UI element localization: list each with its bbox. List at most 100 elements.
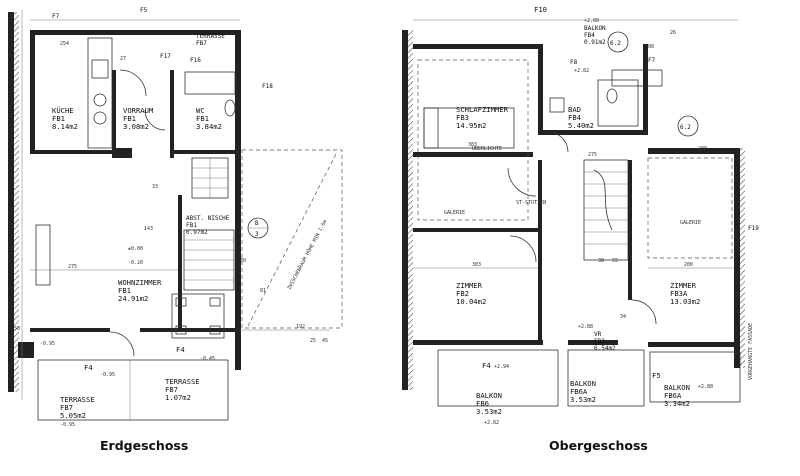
stair-outline (583, 159, 629, 261)
svg-text:10.04m2: 10.04m2 (456, 297, 486, 306)
dim-25: 25 (310, 338, 316, 344)
column-sw (18, 342, 34, 358)
balkon-left (437, 349, 559, 407)
bathtub-icon (597, 79, 639, 127)
svg-text:FB6A: FB6A (664, 391, 682, 400)
svg-text:0.91m2: 0.91m2 (584, 39, 606, 46)
room-vr: VR FB3 6.54m2 (594, 331, 616, 352)
wall-north (30, 30, 240, 35)
erdgeschoss-drawing: B 3 KÜCHE FB1 8.14m2 VORRAUM FB1 3.08m2 … (8, 7, 343, 428)
marker-f4: F4 (482, 361, 491, 370)
terrace-outline (37, 359, 229, 421)
marker-f4-a: F4 (84, 363, 93, 372)
chair-icon (175, 297, 187, 307)
chair-icon-2 (209, 297, 221, 307)
marker-f5: F5 (652, 371, 661, 380)
marker-f4-b: F4 (176, 345, 185, 354)
wall-stair-east (628, 160, 632, 300)
dining-table (171, 293, 225, 339)
chair-icon-4 (209, 325, 221, 335)
room-terrasse-west: TERRASSE FB7 5.05m2 (60, 395, 95, 420)
svg-text:WOHNZIMMER: WOHNZIMMER (118, 278, 162, 287)
dim-200b: 200 (698, 146, 707, 152)
wall-kitchen-west (30, 30, 35, 150)
svg-text:5.05m2: 5.05m2 (60, 411, 86, 420)
svg-text:0.97m2: 0.97m2 (186, 229, 208, 236)
dim-30: 30 (240, 258, 246, 264)
svg-text:TERRASSE: TERRASSE (60, 395, 95, 404)
svg-text:FB7: FB7 (165, 385, 178, 394)
kitchen-counter (87, 37, 113, 149)
wall-south-right (648, 342, 740, 347)
svg-text:3.34m2: 3.34m2 (664, 399, 690, 408)
room-balkon-mid: BALKON FB6A 3.53m2 (570, 379, 596, 404)
svg-text:FB1: FB1 (186, 222, 197, 229)
wall-pillar (112, 148, 132, 158)
dim-27: 27 (120, 56, 126, 62)
note-uberlichte: UBERLICHTE (472, 146, 502, 152)
floor-plan-obergeschoss: 6.2 6.2 SCHLAFZIMMER FB3 14.95m2 BAD FB4… (398, 0, 800, 432)
svg-text:5.40m2: 5.40m2 (568, 121, 594, 130)
level-2: +2.88 (578, 324, 593, 330)
svg-text:1.07m2: 1.07m2 (165, 393, 191, 402)
svg-text:BALKON: BALKON (476, 391, 502, 400)
stair-lower-treads (184, 239, 234, 281)
level-3: -0.95 (40, 341, 55, 347)
obergeschoss-drawing: 6.2 6.2 SCHLAFZIMMER FB3 14.95m2 BAD FB4… (402, 5, 759, 426)
dim-45: 45 (322, 338, 328, 344)
floor-plan-erdgeschoss: B 3 KÜCHE FB1 8.14m2 VORRAUM FB1 3.08m2 … (0, 0, 370, 432)
svg-text:WC: WC (196, 106, 205, 115)
svg-text:BAD: BAD (568, 105, 581, 114)
room-vorraum: VORRAUM FB1 3.08m2 (123, 106, 154, 131)
wall-vorraum-west (112, 70, 116, 154)
svg-text:BALKON: BALKON (664, 383, 690, 392)
marker-f19: F19 (748, 225, 759, 232)
balkon-right (649, 351, 741, 403)
door-swing-schlaf (507, 167, 537, 197)
wc-cabinet (184, 71, 236, 95)
zwischenraum-diagonal (247, 153, 337, 327)
wall-west-hatch (408, 30, 413, 390)
wall-bath-east (643, 44, 648, 134)
dim-303: 303 (472, 262, 481, 268)
dim-34: 34 (620, 314, 626, 320)
wall-north-right (648, 148, 738, 154)
level-1: -0.20 (128, 260, 143, 266)
wall-bedroom-south (413, 152, 533, 157)
zwischenraum-zone (241, 149, 343, 329)
svg-text:FB3: FB3 (594, 338, 605, 345)
level-1: +2.82 (574, 68, 589, 74)
level-4: +2.82 (484, 420, 499, 426)
room-zimmer-right: ZIMMER FB3A 13.03m2 (670, 281, 700, 306)
wall-west-outer (402, 30, 408, 390)
level-2: -0.95 (60, 422, 75, 428)
svg-text:FB1: FB1 (52, 114, 65, 123)
svg-text:24.91m2: 24.91m2 (118, 294, 148, 303)
door-swing-zimmer (509, 235, 537, 263)
dim-26: 26 (670, 30, 676, 36)
svg-text:8.14m2: 8.14m2 (52, 122, 78, 131)
svg-text:KÜCHE: KÜCHE (52, 106, 74, 115)
svg-text:FB6A: FB6A (570, 387, 588, 396)
room-kueche: KÜCHE FB1 8.14m2 (52, 106, 78, 131)
bed-pillow (423, 107, 439, 149)
wall-east (235, 30, 241, 370)
room-terrasse-north: TERRASSE FB7 (196, 33, 225, 47)
svg-text:TERRASSE: TERRASSE (165, 377, 200, 386)
dim-33: 33 (152, 184, 158, 190)
svg-text:ZIMMER: ZIMMER (456, 281, 483, 290)
marker-f7: F7 (648, 57, 656, 64)
note-st-stutzen: ST-STUTZEN (516, 200, 546, 206)
dim-143: 143 (144, 226, 153, 232)
sink-icon (93, 93, 107, 107)
level-5: +2.88 (698, 384, 713, 390)
svg-text:13.03m2: 13.03m2 (670, 297, 700, 306)
door-swing-bad (547, 131, 569, 153)
level-5: -0.95 (100, 372, 115, 378)
sink-icon-2 (93, 111, 107, 125)
wall-south-left (30, 328, 110, 332)
wall-south-right (140, 328, 240, 332)
svg-text:FB3: FB3 (456, 113, 469, 122)
wall-wc-west (170, 70, 174, 158)
svg-text:3.53m2: 3.53m2 (476, 407, 502, 416)
